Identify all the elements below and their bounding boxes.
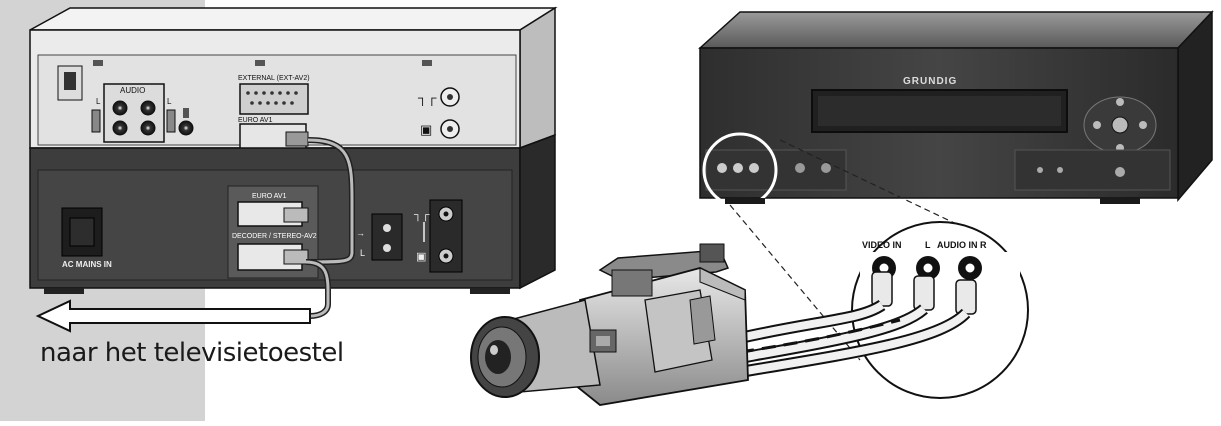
brand-logo: GRUNDIG [903, 76, 957, 87]
audio-l-label: L [925, 240, 931, 250]
single-rca-jack [178, 120, 194, 136]
lower-io-label-top: → [356, 228, 365, 238]
tv-out-symbol: ▣ [420, 122, 432, 137]
front-top-cover [698, 11, 1214, 49]
rear-top-cover [29, 7, 558, 31]
audio-channel-left-label: L [96, 97, 101, 106]
zoomed-jack-detail: VIDEO IN L AUDIO IN R [851, 221, 1029, 399]
arrow-to-tv [35, 299, 311, 333]
audio-channel-right-label: L [167, 97, 172, 106]
antenna-lower-symbol-bottom: ▣ [416, 251, 426, 263]
rca-plugs [871, 271, 977, 315]
scart-top-socket [239, 83, 309, 115]
lower-io-label-bottom: L [360, 248, 365, 258]
antenna-lower-symbol-top: ┐┌ [413, 209, 430, 222]
video-in-label: VIDEO IN [862, 240, 902, 250]
audio-label: AUDIO [120, 86, 145, 95]
recorder-rear-view: AUDIO L L EXTERNAL (EXT-AV2) EURO AV1 ┐┌… [29, 6, 558, 294]
scart-decoder-label: DECODER / STEREO-AV2 [232, 233, 317, 240]
scart-lower-top-label: EURO AV1 [252, 193, 287, 200]
audio-in-r-label: AUDIO IN R [937, 240, 987, 250]
camcorder [470, 243, 749, 406]
scart-top-label: EXTERNAL (EXT-AV2) [238, 75, 310, 82]
front-jack-highlight-circle [702, 132, 778, 208]
recorder-front-view: GRUNDIG [698, 10, 1214, 208]
projection-line-left [729, 204, 861, 361]
lower-io-block [371, 213, 403, 261]
scart-mid-label: EURO AV1 [238, 117, 273, 124]
antenna-in-symbol: ┐┌ [417, 90, 437, 107]
caption-to-tv: naar het televisietoestel [40, 338, 344, 368]
ac-mains-label: AC MAINS IN [62, 260, 112, 269]
